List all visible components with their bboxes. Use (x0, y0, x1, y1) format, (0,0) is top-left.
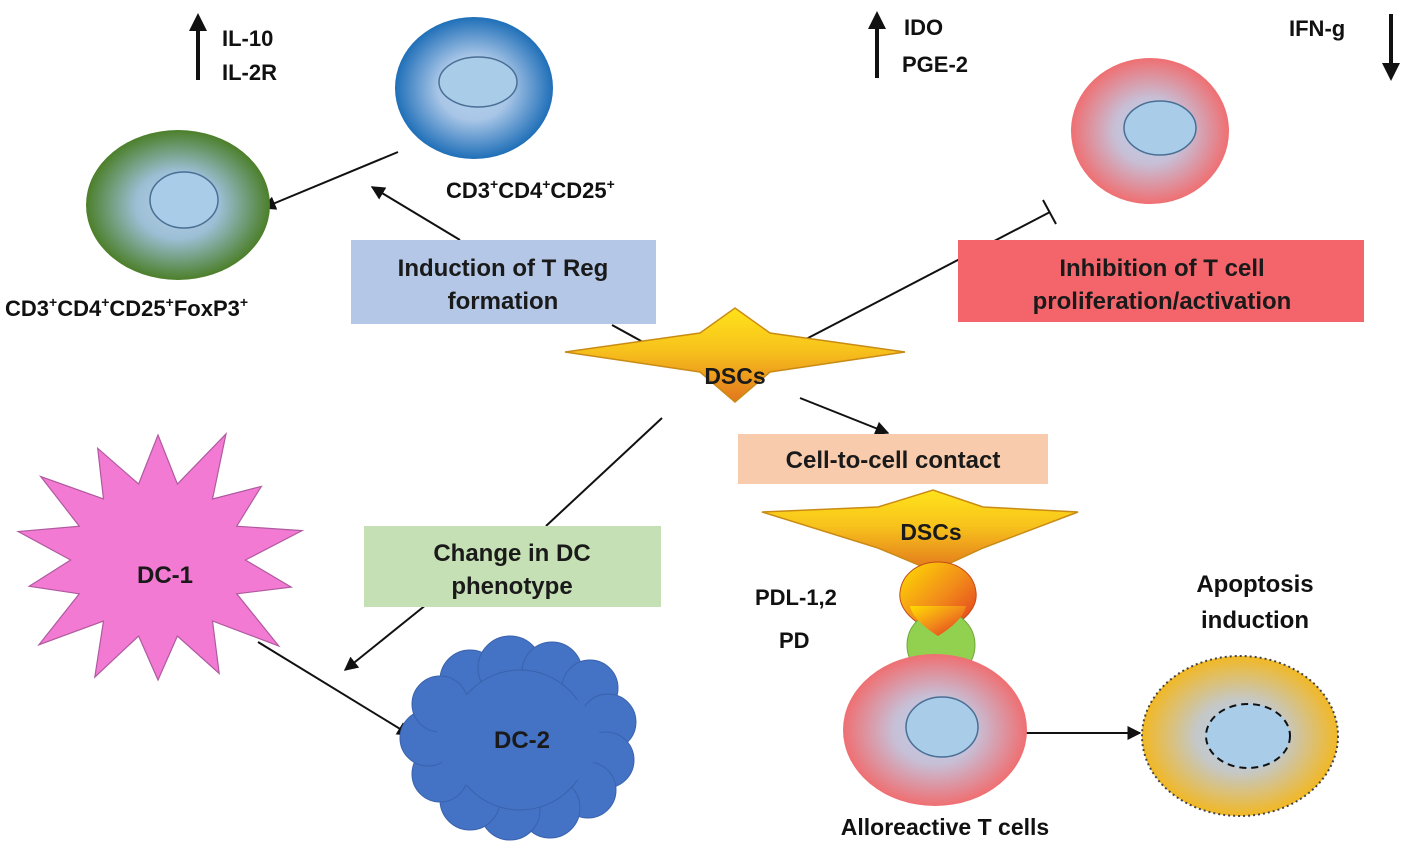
dc-change-line-2: phenotype (451, 573, 572, 600)
treg-induction-box: Induction of T Reg formation (351, 240, 656, 324)
dsc-to-dc-line (545, 417, 663, 527)
apoptosis-label-line-2: induction (1201, 607, 1309, 634)
alloreactive-label: Alloreactive T cells (841, 814, 1049, 840)
treg-induction-line-1: Induction of T Reg (398, 255, 609, 282)
ido-label: IDO (904, 15, 943, 40)
treg-cell (86, 130, 270, 280)
dsc-central-star: DSCs (564, 307, 906, 403)
treg-conversion-arrow (261, 151, 399, 210)
dc-change-line-1: Change in DC (433, 540, 590, 567)
alloreactive-t-cell (843, 654, 1027, 806)
dc-change-box: Change in DC phenotype (364, 526, 661, 607)
dsc-to-treg-arrow (370, 186, 461, 241)
pd-label: PD (779, 628, 810, 653)
ifng-label: IFN-g (1289, 16, 1345, 41)
dc-change-arrow (343, 599, 433, 671)
treg-label: CD3+CD4+CD25+FoxP3+ (5, 294, 248, 321)
pdl-label: PDL-1,2 (755, 585, 837, 610)
apoptosis-label-line-1: Apoptosis (1196, 571, 1313, 598)
dsc-central-label: DSCs (704, 363, 765, 389)
il10-label: IL-10 (222, 26, 273, 51)
inhibited-t-cell (1071, 58, 1229, 204)
t-inhibition-box: Inhibition of T cell proliferation/activ… (958, 240, 1364, 322)
dc2-label: DC-2 (494, 727, 550, 754)
dsc-contact-label: DSCs (900, 519, 961, 545)
il2r-label: IL-2R (222, 60, 277, 85)
t-inhibition-line-1: Inhibition of T cell (1059, 255, 1264, 282)
treg-induction-line-2: formation (448, 288, 559, 315)
dc2-cell: DC-2 (399, 635, 637, 841)
dc1-to-dc2-arrow (257, 641, 412, 736)
dc1-cell: DC-1 (16, 432, 305, 682)
dsc-to-contact-arrow (799, 397, 890, 435)
inhibition-bar (1042, 199, 1057, 225)
dsc-contact-star: DSCs (761, 489, 1079, 572)
pge2-label: PGE-2 (902, 52, 968, 77)
apoptotic-cell (1141, 655, 1339, 817)
cell-contact-label: Cell-to-cell contact (786, 447, 1001, 474)
cell-contact-box: Cell-to-cell contact (738, 434, 1048, 484)
treg-precursor-label: CD3+CD4+CD25+ (446, 176, 615, 203)
dc1-label: DC-1 (137, 562, 193, 589)
t-inhibition-line-2: proliferation/activation (1033, 288, 1292, 315)
inhibition-line (784, 211, 1051, 351)
treg-precursor-cell (395, 17, 553, 159)
